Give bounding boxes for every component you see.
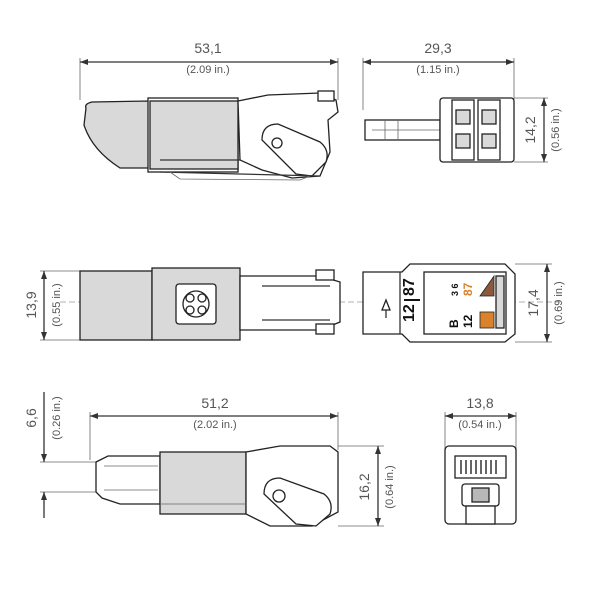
- arrow-head: [375, 446, 381, 454]
- dim-bottom-offset: 6,6: [23, 408, 39, 428]
- bottom-end-view: 13,8 (0.54 in.): [444, 395, 517, 525]
- end-slot-left: [451, 99, 475, 161]
- dim-top-width-inches: (1.15 in.): [416, 64, 459, 76]
- arrow-head: [508, 413, 516, 419]
- arrow-head: [375, 518, 381, 526]
- arrow-head: [544, 334, 550, 342]
- arrow-head: [90, 413, 98, 419]
- dim-mid-left-height: 13,9: [23, 291, 39, 318]
- bottom-pivot-circle: [272, 489, 286, 503]
- arrow-head: [41, 271, 47, 279]
- block-letter: B: [447, 319, 461, 328]
- big-pin-label-87: 87: [401, 278, 418, 296]
- contact-pins: [460, 460, 497, 474]
- big-pin-label-12: 12: [401, 304, 418, 322]
- arrow-head: [445, 413, 453, 419]
- arrow-head: [541, 154, 547, 162]
- dim-top-length-inches: (2.09 in.): [186, 64, 229, 76]
- arrow-head: [41, 454, 47, 462]
- dim-mid-left-height-inches: (0.55 in.): [51, 283, 63, 326]
- middle-plan-view: 13,9 (0.55 in.): [23, 267, 560, 341]
- dim-top-width: 29,3: [424, 40, 451, 56]
- pair-label-12: 12: [461, 314, 475, 328]
- dim-bottom-height: 16,2: [356, 473, 372, 500]
- dim-bottom-length-inches: (2.02 in.): [193, 419, 236, 431]
- pair-label-87: 87: [461, 282, 475, 296]
- orange-wire-slot: [479, 311, 495, 329]
- top-end-view: 29,3 (1.15 in.) 14,2 (0.56 in.): [362, 40, 562, 163]
- wire-circle: [185, 293, 195, 303]
- end-body: [439, 97, 515, 163]
- dim-bottom-length: 51,2: [201, 395, 228, 411]
- wire-circle: [185, 305, 195, 315]
- end-contact: [481, 109, 497, 125]
- dim-top-height: 14,2: [522, 116, 538, 143]
- wire-circle: [197, 293, 207, 303]
- arrow-head: [363, 59, 371, 65]
- latch-tab: [317, 90, 335, 102]
- end-contact: [455, 109, 471, 125]
- dim-end-width-inches: (0.54 in.): [458, 419, 501, 431]
- arrow-head: [41, 492, 47, 500]
- arrow-head: [541, 98, 547, 106]
- dim-bottom-offset-inches: (0.26 in.): [51, 396, 63, 439]
- wire-circle: [197, 305, 207, 315]
- arrow-head: [330, 413, 338, 419]
- dim-mid-right-height-inches: (0.69 in.): [553, 281, 565, 324]
- top-side-view: 53,1 (2.09 in.): [79, 40, 339, 181]
- arrow-head: [41, 332, 47, 340]
- lever: [261, 123, 328, 177]
- plan-tab: [315, 323, 335, 335]
- arrow-head: [544, 264, 550, 272]
- contact-rail: [495, 275, 505, 329]
- dim-end-width: 13,8: [466, 395, 493, 411]
- contact-view: 12 87 B 12 87 3 6 17,4 (0.69 in.): [362, 263, 565, 343]
- bottom-side-view: 6,6 (0.26 in.) 51,2 (2.02 in.) 16,2 (0.6…: [23, 392, 396, 527]
- base-line: [159, 171, 321, 177]
- latch-key: [471, 487, 490, 503]
- arrow-head: [330, 59, 338, 65]
- bottom-housing: [159, 451, 247, 515]
- cable-exit: [465, 505, 496, 525]
- end-slot-right: [477, 99, 501, 161]
- dim-top-length: 53,1: [194, 40, 221, 56]
- plan-tab: [315, 269, 335, 281]
- cable-boot: [83, 100, 151, 169]
- arrow-head: [80, 59, 88, 65]
- arrow-head: [506, 59, 514, 65]
- end-contact: [455, 133, 471, 149]
- dim-bottom-height-inches: (0.64 in.): [384, 465, 396, 508]
- plan-front: [239, 275, 341, 331]
- pivot-circle: [271, 137, 283, 149]
- bottom-plug: [95, 455, 161, 505]
- base-detail: [169, 171, 311, 181]
- plan-boot: [79, 270, 153, 341]
- dim-top-height-inches: (0.56 in.): [550, 108, 562, 151]
- brown-wire-slot: [479, 274, 495, 297]
- end-contact: [481, 133, 497, 149]
- housing-shell: [149, 100, 239, 170]
- dim-mid-right-height: 17,4: [525, 289, 541, 316]
- slot-code: 3 6: [450, 283, 460, 296]
